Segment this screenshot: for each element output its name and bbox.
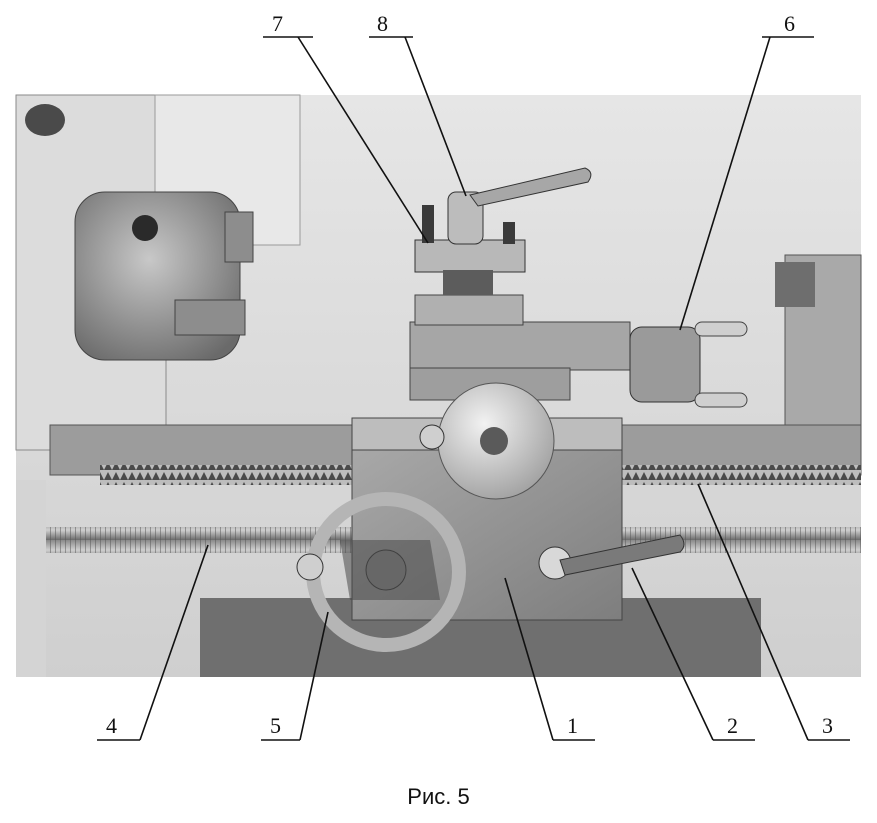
callout-1-label: 1 [567,713,578,738]
cross-feed-hub [629,326,701,403]
callout-1-leader [504,577,554,741]
clamp-nut [447,191,484,245]
callout-8-leader [404,36,467,197]
chuck-jaw-top [224,211,254,263]
callout-4-leader [139,544,209,741]
tool-post-neck [443,270,493,295]
cross-feed-handle-top [694,321,748,337]
tool-post-bolt-1 [422,205,434,243]
tool-post-bolt-2 [503,222,515,244]
callouts: 7 8 6 4 5 1 2 3 [97,11,850,741]
tool-post [414,239,526,273]
cross-slide [409,321,631,371]
left-stand [16,480,46,677]
cross-feed-handle-bottom [694,392,748,408]
chuck-jaw-bottom [174,299,246,336]
figure-caption: Рис. 5 [407,784,470,809]
callout-7-label: 7 [272,11,283,36]
callout-6-leader [679,36,771,331]
callout-2-leader [631,567,714,741]
callout-5-label: 5 [270,713,281,738]
compound-rest [414,294,524,326]
dial-center [480,427,508,455]
callout-4-label: 4 [106,713,117,738]
callout-3-label: 3 [822,713,833,738]
dial-screw [419,424,445,450]
handwheel-spoke [340,540,440,600]
callout-6-label: 6 [784,11,795,36]
handwheel-handle [296,553,324,581]
callout-7-leader [297,36,429,244]
tailstock-quill [775,262,815,307]
photo [15,94,862,677]
callout-2-label: 2 [727,713,738,738]
callout-8-label: 8 [377,11,388,36]
clamp-lever [469,167,592,207]
callout-5-leader [299,611,329,741]
headstock-knob [25,104,65,136]
callout-3-leader [697,483,809,741]
half-nut-lever [559,534,685,576]
chuck-key-hole [132,215,158,241]
